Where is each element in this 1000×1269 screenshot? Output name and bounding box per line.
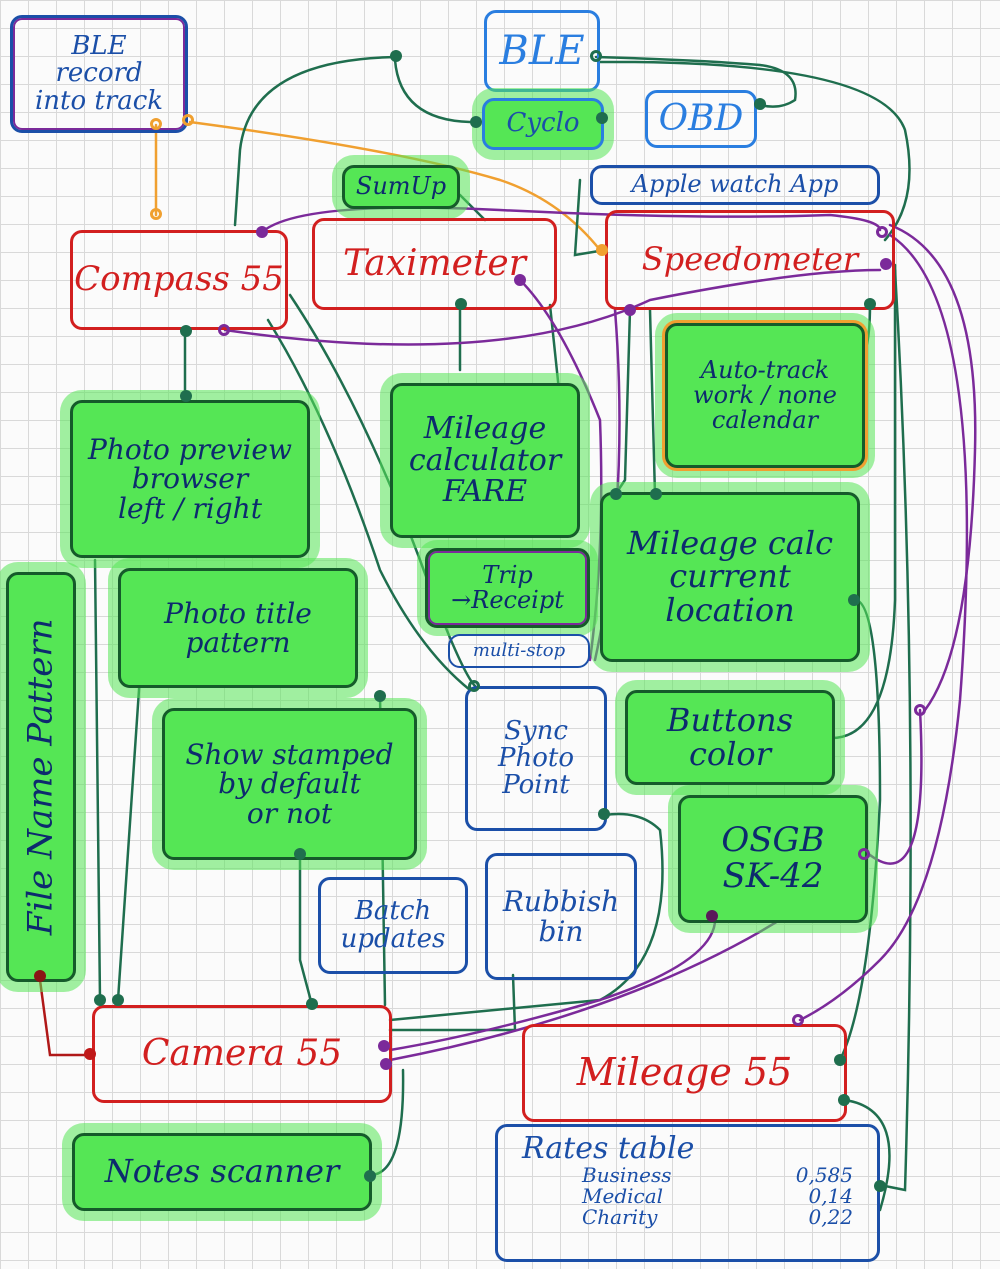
wire-speedo-buttons [888,223,977,712]
obd-node: OBD [645,90,757,148]
photo-preview-browser-node: Photo preview browser left / right [70,400,310,558]
connector-dot [34,970,46,982]
apple-watch-app-node: Apple watch App [590,165,880,205]
batch-updates-node: Batch updates [318,877,468,974]
taximeter-node: Taximeter [312,218,557,310]
connector-dot [468,680,480,692]
mileage-calculator-fare-node: Mileage calculator FARE [390,383,580,538]
buttons-color-node: Buttons color [625,690,835,785]
file-name-pattern-node: File Name Pattern [6,572,76,982]
connector-dot [84,1048,96,1060]
connector-dot [624,304,636,316]
connector-dot [470,116,482,128]
connector-dot [218,324,230,336]
connector-dot [390,50,402,62]
camera-55-node: Camera 55 [92,1005,392,1103]
connector-dot [914,704,926,716]
autotrack-calendar-node: Auto-track work / none calendar [665,323,865,468]
wire-sumup-taxi [458,193,487,222]
connector-dot [876,226,888,238]
ble-node: BLE [484,10,600,92]
show-stamped-default-node: Show stamped by default or not [162,708,417,860]
connector-dot [378,1040,390,1052]
compass-55-node: Compass 55 [70,230,288,330]
wire-stamped-camera [298,853,314,1007]
connector-dot [514,274,526,286]
ble-record-into-track-node: BLE record into track [10,15,188,133]
connector-dot [180,390,192,402]
connector-dot [874,1180,886,1192]
wire-filename-camera [38,978,92,1057]
connector-dot [610,488,622,500]
mileage-55-node: Mileage 55 [522,1024,847,1122]
notes-scanner-node: Notes scanner [72,1133,372,1211]
connector-dot [306,998,318,1010]
speedometer-node: Speedometer [605,210,895,310]
connector-dot [858,848,870,860]
rates-table-node: Rates table Business 0,585 Medical 0,14 … [495,1124,880,1262]
connector-dot [112,994,124,1006]
connector-dot [256,226,268,238]
file-name-pattern-label: File Name Pattern [20,618,61,936]
connector-dot [598,808,610,820]
connector-dot [706,910,718,922]
wire-mileage-current-speedo [648,308,657,497]
connector-dot [864,298,876,310]
cyclo-node: Cyclo [482,98,604,150]
connector-dot [754,98,766,110]
wire-rubbish-camera [388,973,517,1032]
connector-dot [590,50,602,62]
wire-preview-camera [93,558,102,1002]
rates-label-charity: Charity [582,1204,658,1229]
connector-dot [596,112,608,124]
wire-speedo-mileage-current [613,308,632,497]
rates-row-medical: Medical 0,14 [512,1183,863,1208]
connector-dot [650,488,662,500]
sync-photo-point-node: Sync Photo Point [465,686,607,831]
trip-receipt-node: Trip →Receipt [425,548,590,628]
connector-dot [848,594,860,606]
connector-dot [364,1170,376,1182]
rates-value-charity: 0,22 [808,1204,853,1229]
connector-dot [834,1054,846,1066]
photo-title-pattern-node: Photo title pattern [118,568,358,688]
rates-value-medical: 0,14 [808,1183,853,1208]
wire-speedo-rates [878,268,912,1192]
mileage-calc-current-location-node: Mileage calc current location [600,492,860,662]
osgb-sk42-node: OSGB SK-42 [678,795,868,923]
rates-table-title: Rates table [522,1131,695,1166]
multistop-node: multi-stop [448,634,590,668]
connector-dot [838,1094,850,1106]
connector-dot [150,118,162,130]
connector-dot [294,848,306,860]
connector-dot [374,690,386,702]
rates-row-business: Business 0,585 [512,1162,863,1187]
rates-label-medical: Medical [582,1183,664,1208]
rates-label-business: Business [582,1162,672,1187]
connector-dot [792,1014,804,1026]
wire-cyclo-ble [393,58,472,124]
rates-value-business: 0,585 [795,1162,853,1187]
connector-dot [94,994,106,1006]
connector-dot [180,325,192,337]
connector-dot [596,244,608,256]
rates-row-charity: Charity 0,22 [512,1204,863,1229]
connector-dot [455,298,467,310]
connector-dot [880,258,892,270]
sumup-node: SumUp [342,165,460,209]
connector-dot [150,208,162,220]
connector-dot [182,114,194,126]
connector-dot [380,1058,392,1070]
wire-phototitle-camera [116,673,142,1002]
rubbish-bin-node: Rubbish bin [485,853,637,980]
